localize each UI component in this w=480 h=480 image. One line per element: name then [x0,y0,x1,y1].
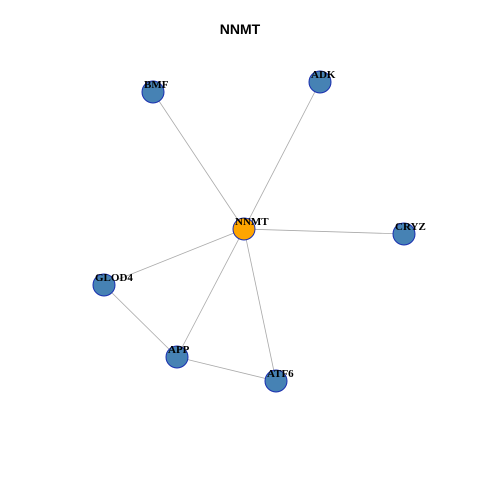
node-label-adk: ADK [311,69,336,81]
node-label-atf6: ATF6 [267,368,294,380]
node-atf6 [264,369,288,393]
graph-title: NNMT [219,21,261,37]
node-label-app: APP [168,344,190,356]
edge-nnmt-cryz [243,228,405,235]
edge-app-atf6 [176,356,277,382]
nodes-layer [92,70,416,393]
node-label-cryz: CRYZ [395,221,426,233]
edges-layer [103,81,405,382]
node-label-nnmt: NNMT [235,216,269,228]
node-nnmt [232,217,256,241]
node-label-bmf: BMF [144,79,169,91]
edge-nnmt-adk [243,81,321,230]
node-app [165,345,189,369]
node-glod4 [92,273,116,297]
edge-nnmt-atf6 [243,228,277,382]
node-adk [308,70,332,94]
node-label-glod4: GLOD4 [95,272,133,284]
edge-nnmt-app [176,228,245,358]
node-bmf [141,80,165,104]
edge-glod4-app [103,284,178,358]
edge-nnmt-glod4 [103,228,245,286]
node-cryz [392,222,416,246]
edge-nnmt-bmf [152,91,245,230]
